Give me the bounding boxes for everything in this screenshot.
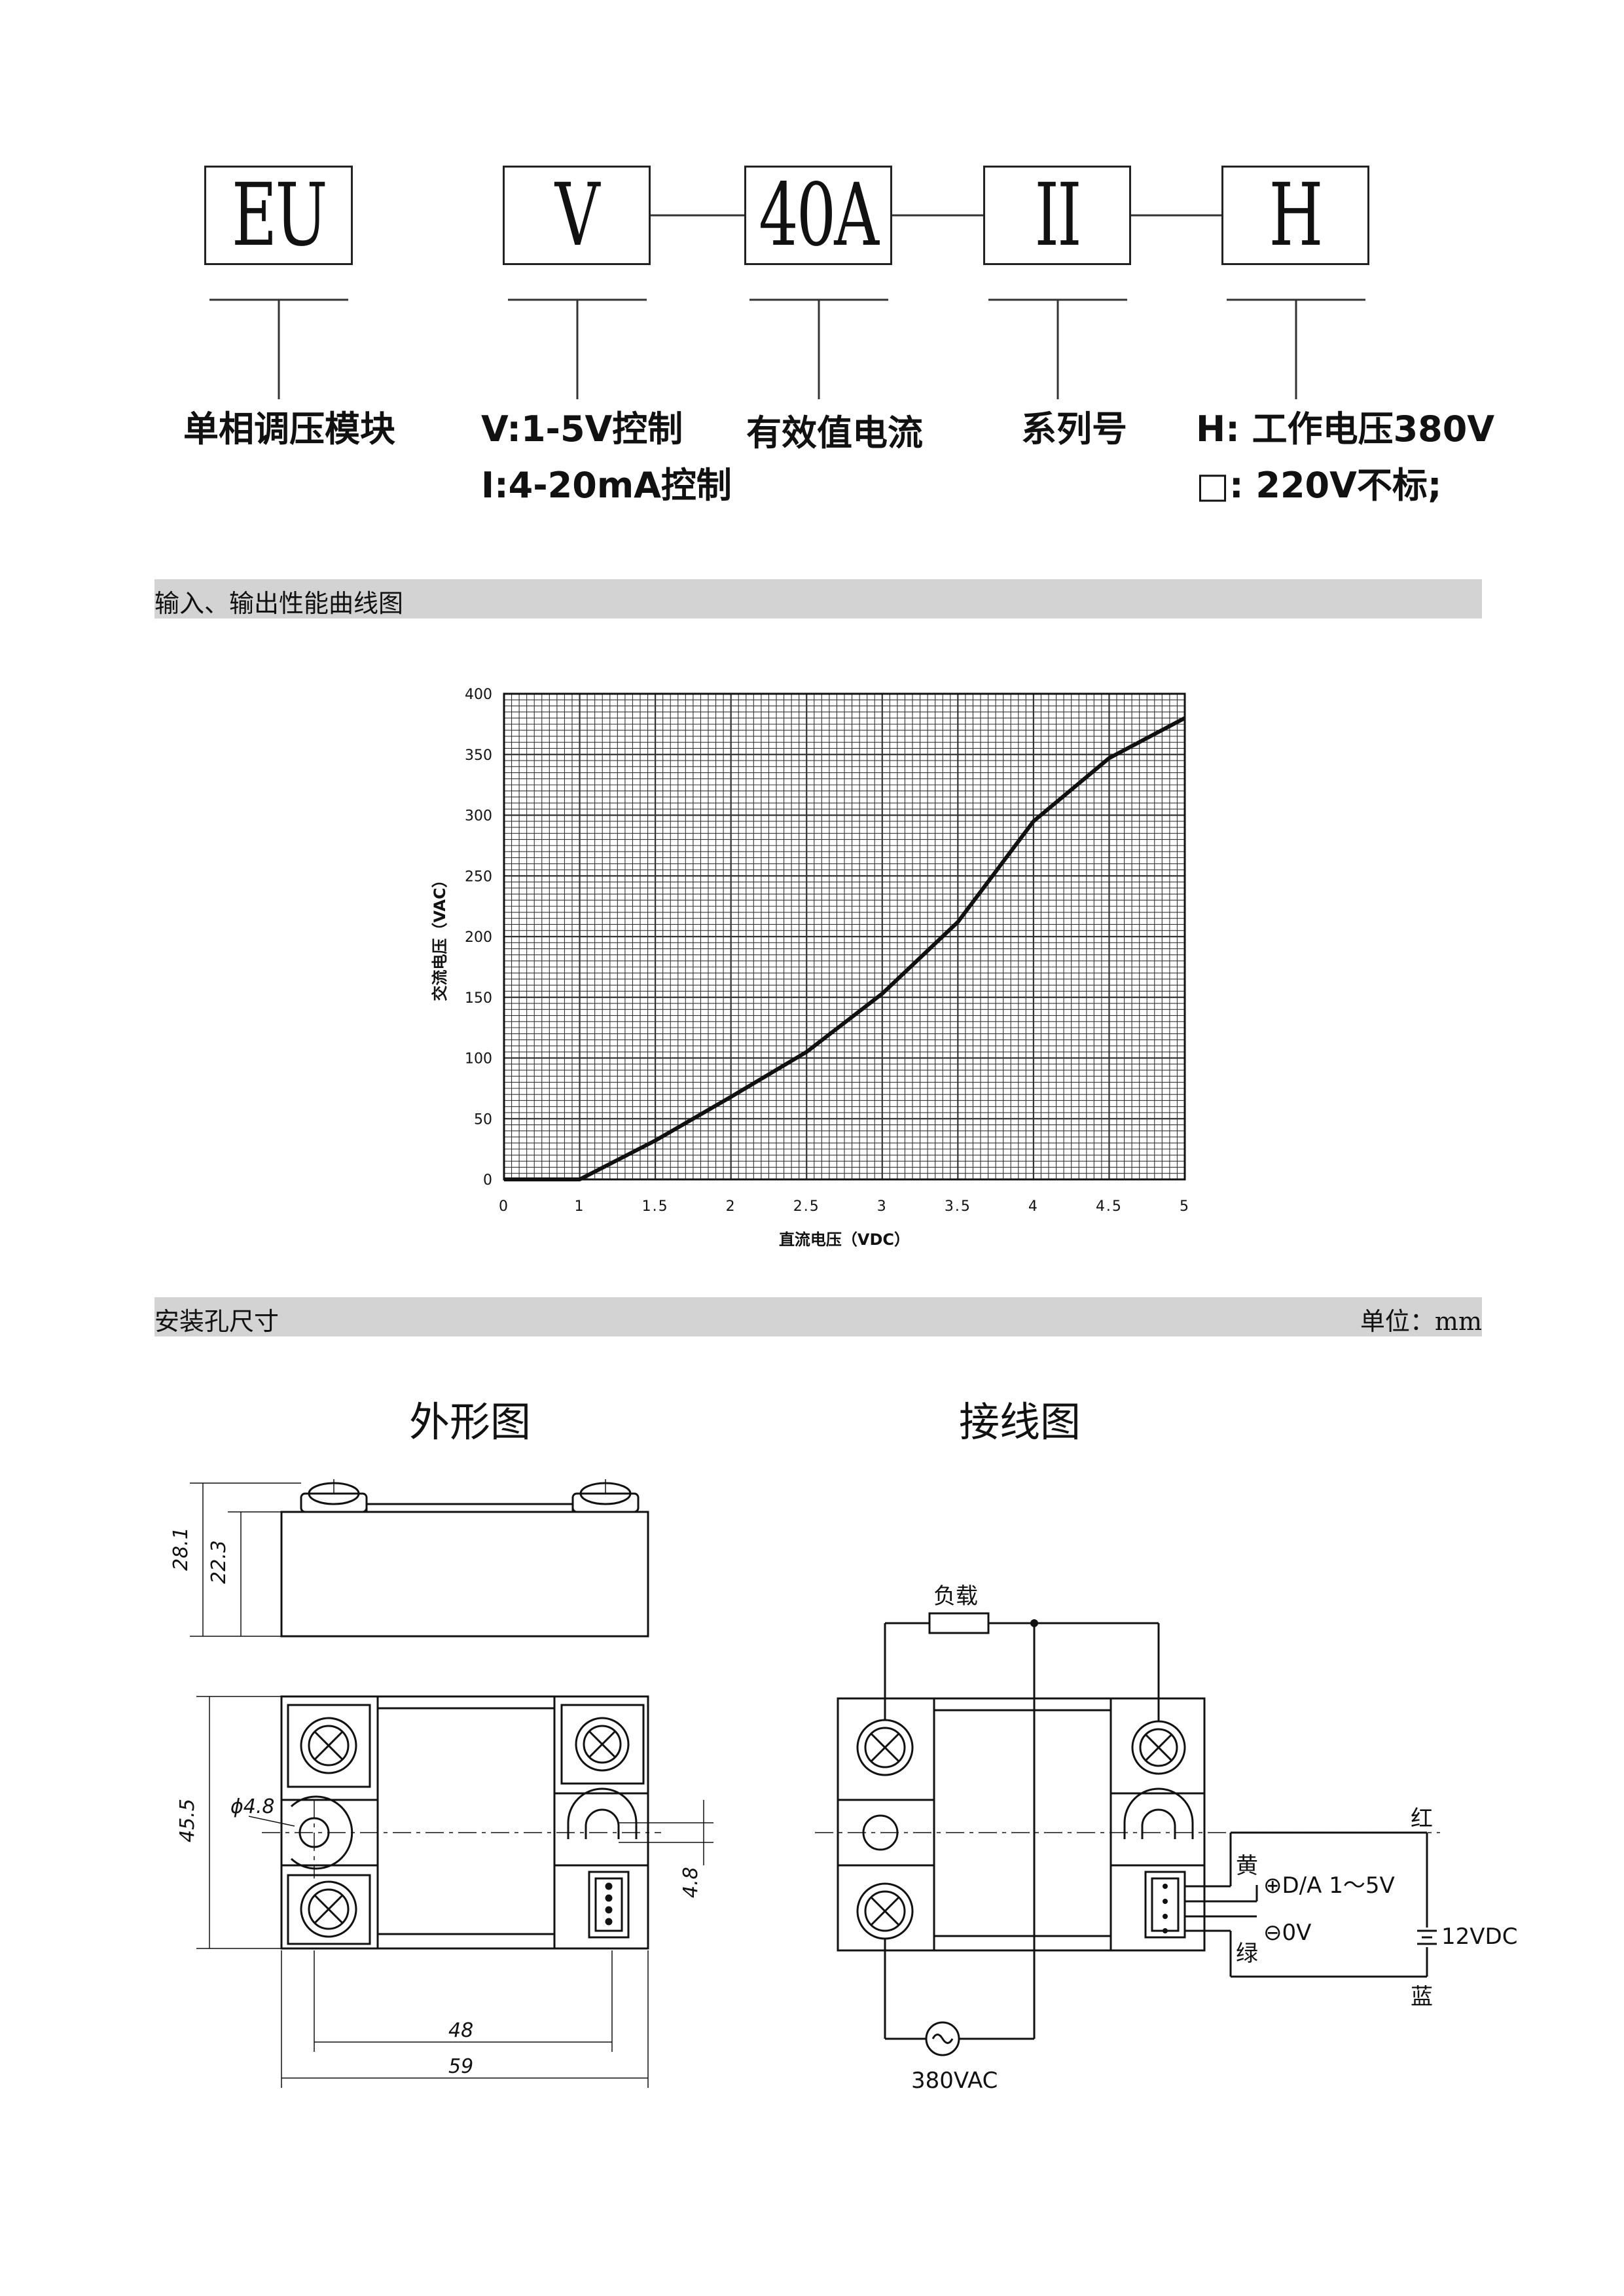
x-tick-label: 4.5	[1096, 1198, 1123, 1215]
code-box-eu: EU	[204, 166, 353, 265]
outline-drawing-title: 外形图	[409, 1398, 532, 1446]
x-tick-label: 0	[499, 1198, 509, 1215]
module-side-body	[280, 1511, 649, 1638]
label-ac-voltage: 380VAC	[911, 2068, 998, 2094]
series-line	[504, 716, 1186, 1181]
wiring-drawing: 负载 380VAC 红 黄 ⊕D/A 1～5V ⊖0V 绿 12VDC 蓝	[815, 1583, 1517, 2094]
io-curve-chart: 0 50 100 150 200 250 300 350 400 0 1 1.5 2 2.5 3 3.5 4 4.…	[431, 687, 1190, 1249]
x-tick-label: 5	[1180, 1198, 1190, 1215]
label-load: 负载	[933, 1583, 978, 1609]
y-tick-label: 200	[465, 929, 492, 946]
dim-hole-spacing: 48	[448, 2019, 473, 2042]
code-box-40a: 40A	[744, 166, 892, 265]
ac-source	[925, 2021, 960, 2056]
y-tick-label: 350	[465, 747, 492, 764]
y-tick-label: 150	[465, 990, 492, 1007]
label-wire-blue: 蓝	[1411, 1984, 1433, 2010]
label-supply: 12VDC	[1441, 1924, 1517, 1950]
label-wire-green: 绿	[1236, 1941, 1258, 1967]
label-voltage-default: □: 220V不标;	[1196, 465, 1442, 506]
dim-slot-width: 4.8	[679, 1867, 702, 1898]
label-series: 系列号	[1021, 408, 1127, 450]
label-voltage-h: H: 工作电压380V	[1196, 408, 1495, 450]
x-tick-label: 4	[1028, 1198, 1039, 1215]
x-tick-label: 3	[877, 1198, 888, 1215]
x-axis-title: 直流电压（VDC）	[779, 1230, 910, 1249]
code-box-v: V	[503, 166, 651, 265]
y-tick-label: 50	[474, 1111, 492, 1128]
dim-height-total: 28.1	[170, 1527, 192, 1571]
load-resistor	[928, 1612, 990, 1634]
x-tick-label: 3.5	[945, 1198, 971, 1215]
dim-module-width: 59	[448, 2055, 473, 2078]
code-box-h: H	[1221, 166, 1369, 265]
label-control-i: I:4-20mA控制	[481, 465, 732, 506]
label-rms-current: 有效值电流	[746, 412, 923, 454]
label-module-type: 单相调压模块	[183, 408, 395, 450]
section-title-curve: 输入、输出性能曲线图	[154, 589, 404, 618]
section-bar-mount: 安装孔尺寸 单位：mm	[154, 1297, 1482, 1336]
label-wire-yellow: 黄	[1236, 1853, 1258, 1879]
x-tick-label: 1.5	[642, 1198, 669, 1215]
label-input-minus: ⊖0V	[1263, 1920, 1311, 1946]
dim-module-height: 45.5	[176, 1799, 199, 1842]
y-tick-label: 400	[465, 687, 492, 703]
label-wire-red: 红	[1411, 1806, 1433, 1832]
y-tick-label: 300	[465, 808, 492, 825]
section-bar-curve: 输入、输出性能曲线图	[154, 579, 1482, 619]
y-tick-label: 250	[465, 869, 492, 885]
outline-drawing: 28.1 22.3 45.5 ϕ4.8 4.8 48 59	[170, 1479, 713, 2088]
dim-hole-diameter: ϕ4.8	[230, 1795, 275, 1818]
plot-border	[503, 692, 1186, 1181]
label-control-v: V:1-5V控制	[481, 408, 683, 450]
x-tick-label: 1	[575, 1198, 585, 1215]
y-axis-title: 交流电压（VAC）	[431, 872, 449, 1001]
unit-label: 单位：mm	[1360, 1307, 1482, 1336]
wiring-module-body	[837, 1697, 1206, 1952]
code-connector-lines	[209, 214, 1365, 399]
x-tick-label: 2.5	[793, 1198, 820, 1215]
y-tick-label: 100	[465, 1051, 492, 1067]
y-tick-label: 0	[483, 1172, 492, 1189]
label-input-plus: ⊕D/A 1～5V	[1263, 1873, 1395, 1899]
section-title-mount: 安装孔尺寸	[154, 1307, 280, 1336]
x-tick-label: 2	[726, 1198, 736, 1215]
wiring-drawing-title: 接线图	[959, 1398, 1081, 1446]
dim-height-body: 22.3	[208, 1540, 230, 1584]
code-box-ii: II	[983, 166, 1131, 265]
